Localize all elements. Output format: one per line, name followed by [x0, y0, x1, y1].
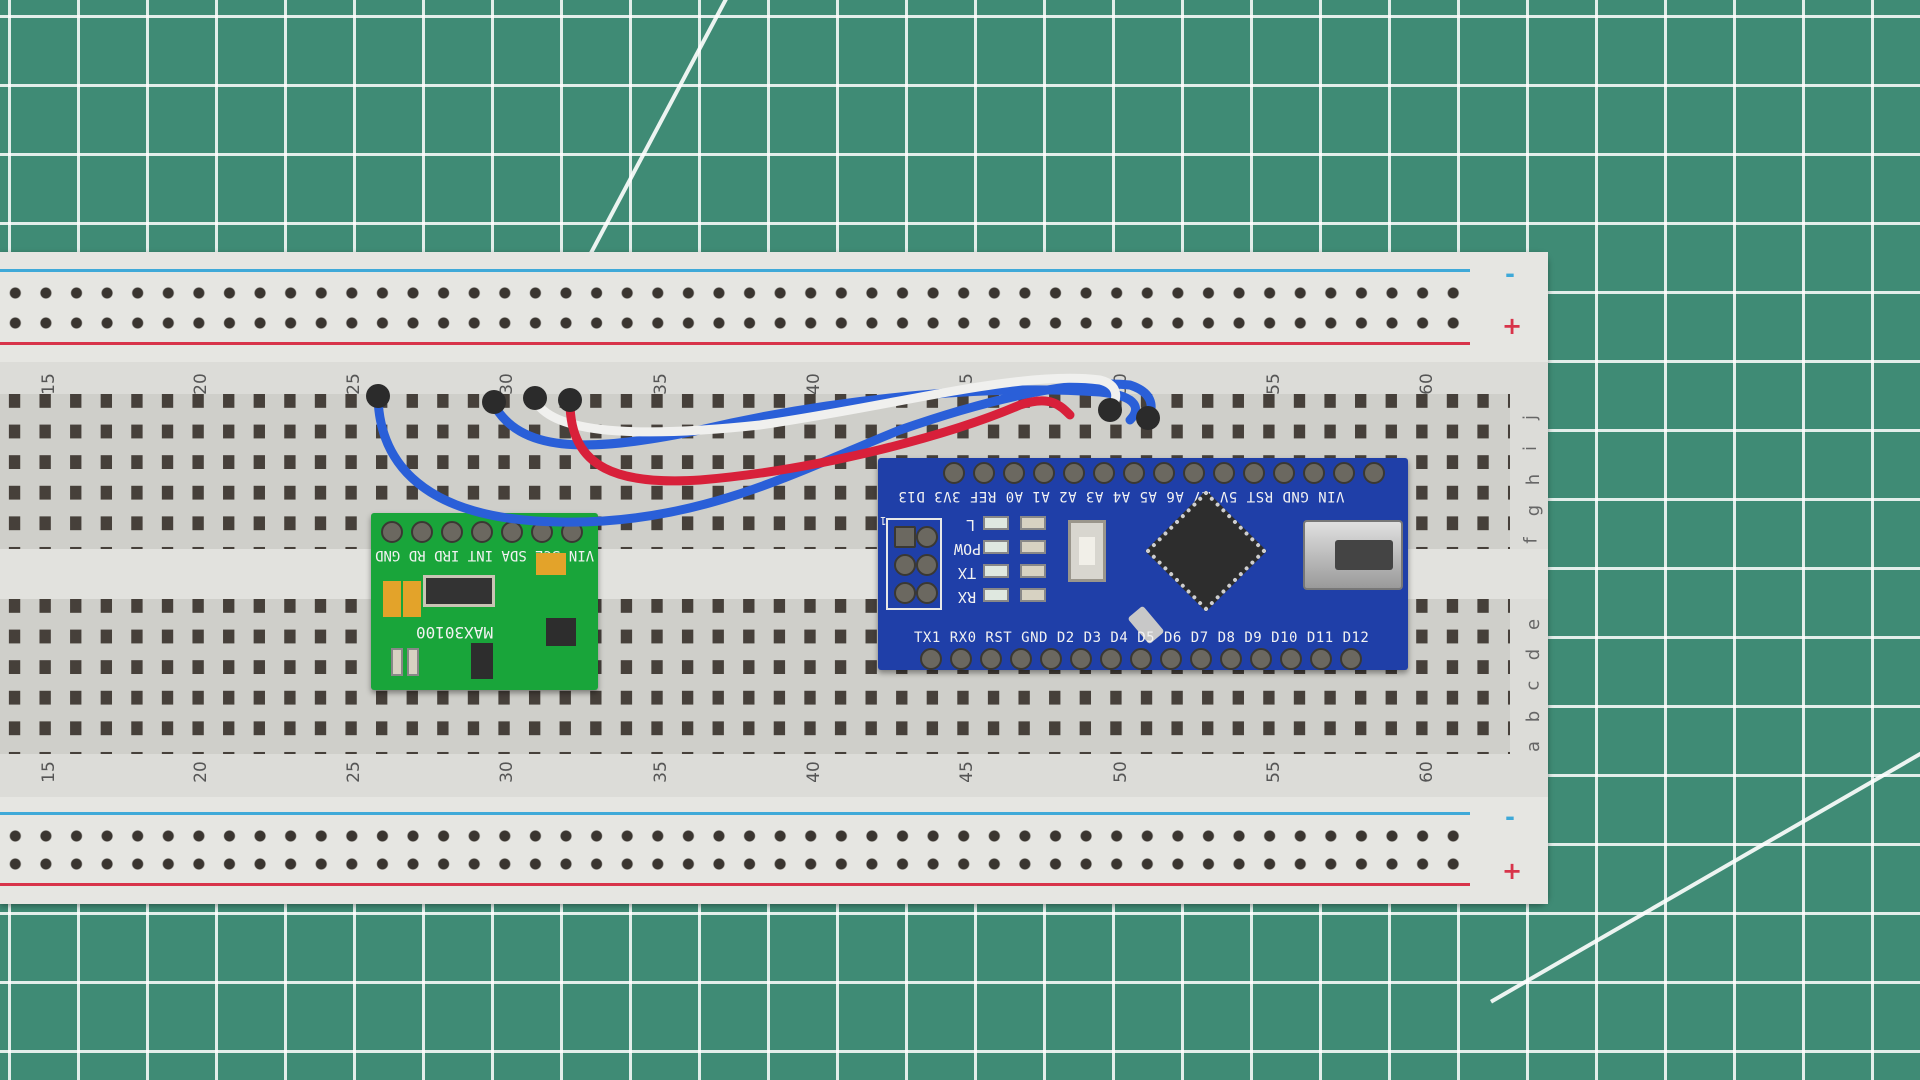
resistor [1020, 588, 1046, 602]
header-pin [1100, 648, 1122, 670]
header-pin [943, 462, 965, 484]
rail-plus-label: + [1502, 312, 1523, 340]
header-pin [950, 648, 972, 670]
wire-end-collar [523, 386, 547, 410]
header-pin [1243, 462, 1265, 484]
pin-int [471, 521, 493, 543]
pin-ird [441, 521, 463, 543]
arduino-nano: VIN GND RST 5V A7 A6 A5 A4 A3 A2 A1 A0 R… [878, 458, 1408, 670]
icsp-pin [894, 526, 916, 548]
wire-red [565, 396, 1075, 486]
resistor [1020, 540, 1046, 554]
header-pin [1153, 462, 1175, 484]
header-pin [920, 648, 942, 670]
icsp-pin [916, 526, 938, 548]
header-pin [1183, 462, 1205, 484]
header-pin [1040, 648, 1062, 670]
rail-line-positive [0, 342, 1470, 345]
wire-white [530, 373, 1121, 437]
led-l [983, 516, 1009, 530]
header-pin [1273, 462, 1295, 484]
header-pin [1213, 462, 1235, 484]
capacitor [403, 581, 421, 617]
wire-end-collar [558, 388, 582, 412]
header-pin [1093, 462, 1115, 484]
wire-end-collar [1098, 398, 1122, 422]
header-pin [1063, 462, 1085, 484]
header-pin [1303, 462, 1325, 484]
rail-line-negative [0, 812, 1470, 815]
transistor [471, 643, 493, 679]
max30100-module: VIN SCL SDA INT IRD RD GND MAX30100 [371, 513, 598, 690]
icsp-pin [894, 582, 916, 604]
capacitor [536, 553, 566, 575]
rail-holes [0, 284, 1465, 302]
led-tx [983, 564, 1009, 578]
power-rail-bottom: - + [0, 797, 1548, 904]
header-pin [1250, 648, 1272, 670]
header-pin [1130, 648, 1152, 670]
rail-holes [0, 314, 1465, 332]
nano-top-header [943, 462, 1385, 488]
wire-end-collar [366, 384, 390, 408]
resistor [407, 648, 419, 676]
mini-usb-port [1303, 520, 1403, 590]
power-rail-top: - + [0, 252, 1548, 362]
header-pin [973, 462, 995, 484]
regulator-chip [546, 618, 576, 646]
header-pin [1220, 648, 1242, 670]
rail-line-positive [0, 883, 1470, 886]
header-pin [1310, 648, 1332, 670]
header-pin [1160, 648, 1182, 670]
icsp-pin [916, 554, 938, 576]
rail-holes [0, 827, 1465, 845]
header-pin [1190, 648, 1212, 670]
header-pin [1010, 648, 1032, 670]
header-pin [1363, 462, 1385, 484]
resistor [1020, 564, 1046, 578]
led-pow [983, 540, 1009, 554]
header-pin [980, 648, 1002, 670]
capacitor [383, 581, 401, 617]
max30100-sensor-chip [423, 575, 495, 607]
rail-minus-label: - [1505, 260, 1515, 288]
nano-bottom-pin-labels: TX1 RX0 RST GND D2 D3 D4 D5 D6 D7 D8 D9 … [914, 630, 1370, 646]
rail-holes [0, 855, 1465, 873]
reset-button[interactable] [1068, 520, 1106, 582]
wire-end-collar [482, 390, 506, 414]
rail-line-negative [0, 269, 1470, 272]
icsp-header [886, 518, 942, 610]
pin-rd [411, 521, 433, 543]
led-rx [983, 588, 1009, 602]
header-pin [1333, 462, 1355, 484]
header-pin [1123, 462, 1145, 484]
pin-gnd [381, 521, 403, 543]
header-pin [1003, 462, 1025, 484]
resistor [391, 648, 403, 676]
icsp-pin [916, 582, 938, 604]
header-pin [1340, 648, 1362, 670]
rail-plus-label: + [1502, 857, 1523, 885]
rail-minus-label: - [1505, 803, 1515, 831]
resistor [1020, 516, 1046, 530]
usb-opening [1335, 540, 1393, 570]
header-pin [1033, 462, 1055, 484]
header-pin [1070, 648, 1092, 670]
icsp-pin [894, 554, 916, 576]
nano-bottom-header [920, 648, 1362, 670]
reset-button-cap [1079, 537, 1095, 565]
wire-end-collar [1136, 406, 1160, 430]
header-pin [1280, 648, 1302, 670]
